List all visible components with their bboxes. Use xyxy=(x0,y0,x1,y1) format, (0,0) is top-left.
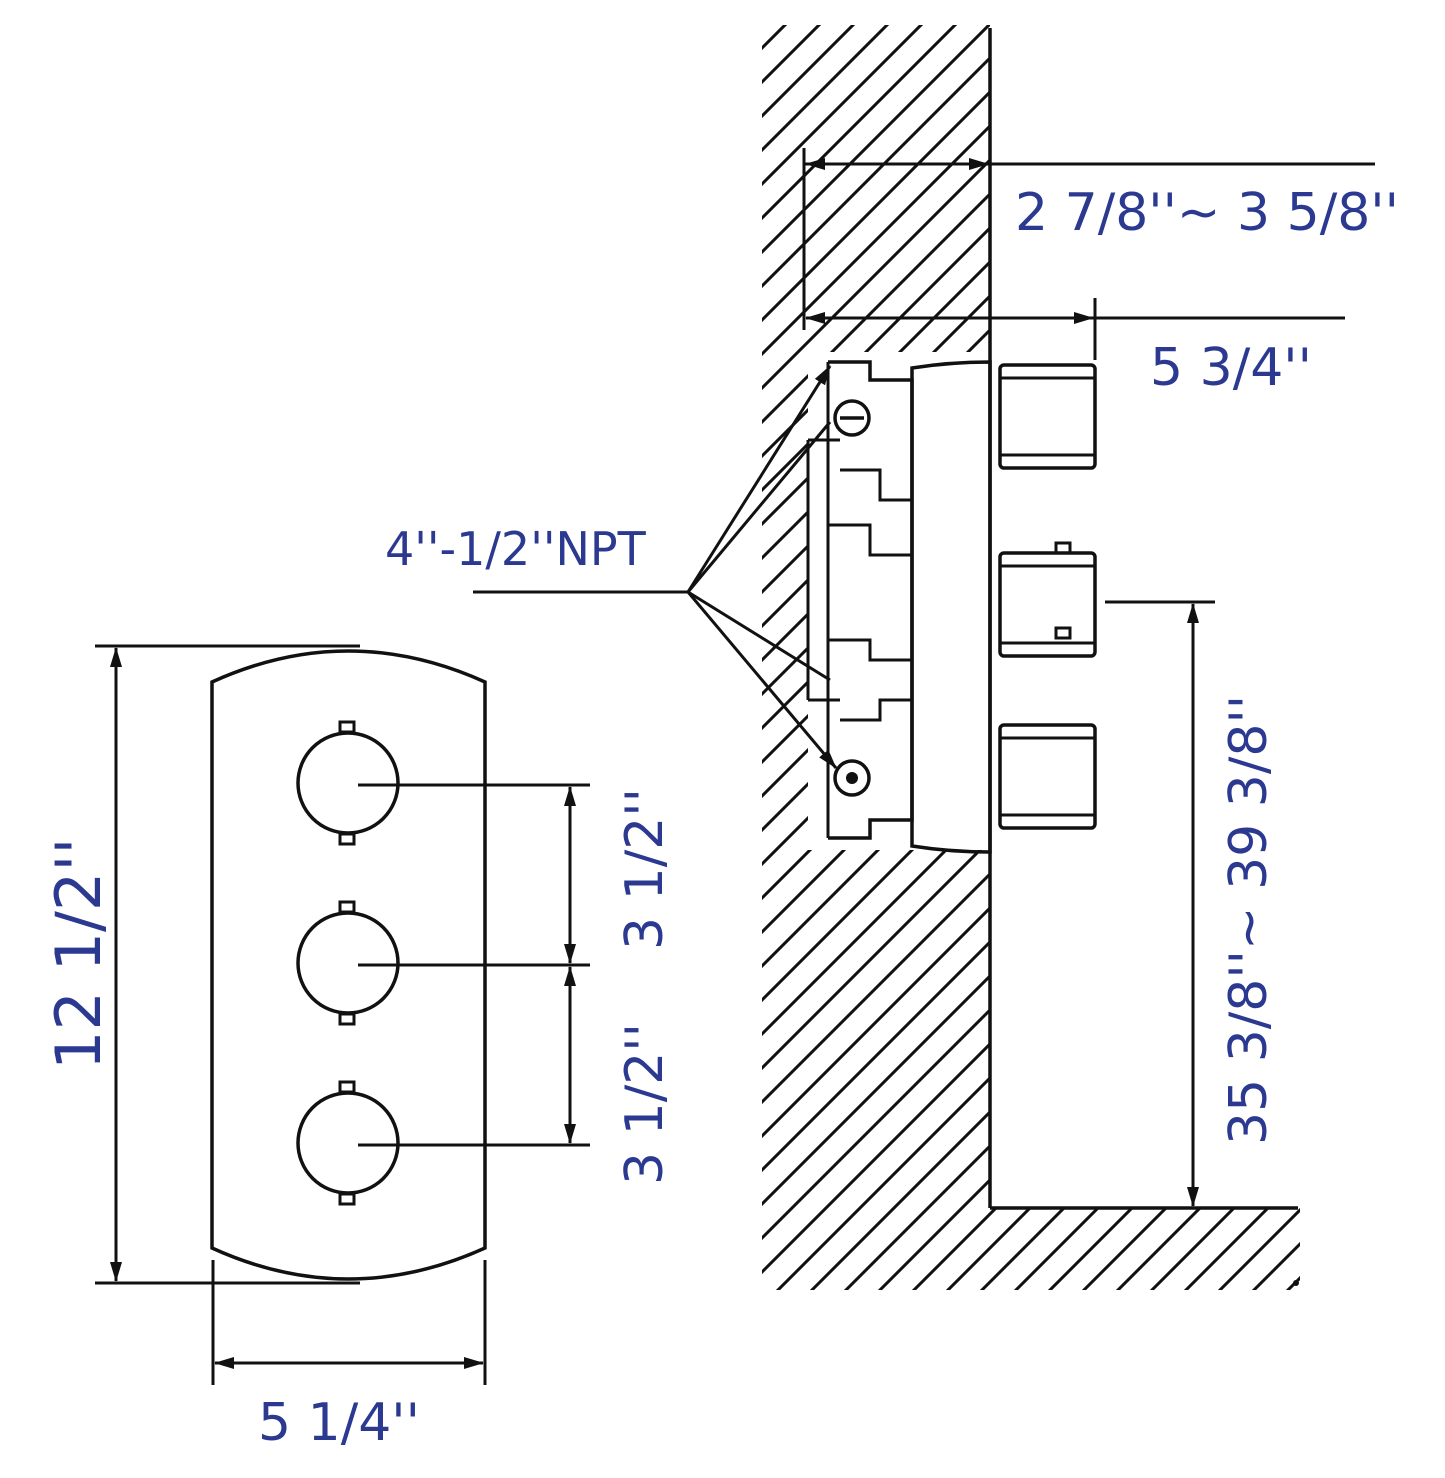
overall-depth-label: 5 3/4'' xyxy=(1150,338,1312,398)
spacing-lower-label: 3 1/2'' xyxy=(615,1023,675,1185)
hatch-line xyxy=(762,25,1186,1290)
hatch-line xyxy=(0,0,334,1400)
hatch-line xyxy=(762,25,880,1290)
overall-depth-dimension xyxy=(805,298,1345,360)
hatch-line xyxy=(762,25,1220,1290)
hatch-line xyxy=(0,0,538,1400)
hatch-line xyxy=(762,25,1050,1290)
hatch-line xyxy=(762,25,812,1290)
knob-top xyxy=(296,720,400,846)
hatch-line xyxy=(0,0,708,1400)
knob-middle xyxy=(296,900,400,1026)
hatch-line xyxy=(762,25,1016,1290)
hatch-line xyxy=(0,0,606,1400)
hatch-line xyxy=(0,0,470,1400)
overall-width-label: 5 1/4'' xyxy=(258,1393,420,1453)
hatch-line xyxy=(0,0,368,1400)
wall-recess xyxy=(808,352,990,850)
corner-dot xyxy=(1293,1280,1299,1286)
hatch-line xyxy=(0,0,402,1400)
hatch-line xyxy=(762,25,1084,1290)
hatch-line xyxy=(762,25,1300,1290)
hatch-line xyxy=(762,25,1300,1290)
knob-bottom xyxy=(296,1080,400,1206)
hatch-line xyxy=(762,25,1300,1290)
floor-height-dimension xyxy=(1105,600,1215,1207)
valve-side-profile xyxy=(806,360,1097,854)
hatch-line xyxy=(762,25,1300,1290)
overall-height-dimension xyxy=(95,644,360,1285)
hatch-line xyxy=(762,25,1118,1290)
hatch-line xyxy=(0,0,504,1400)
hatch-line xyxy=(0,0,640,1400)
floor-height-label: 35 3/8''~ 39 3/8'' xyxy=(1219,695,1279,1145)
trim-plate-front xyxy=(210,649,487,1281)
inlet-leader-lines xyxy=(473,365,838,769)
hatch-line xyxy=(0,0,436,1400)
inlet-label: 4''-1/2''NPT xyxy=(385,522,647,576)
hatch-line xyxy=(0,0,300,1400)
knob-spacing-dimension xyxy=(358,783,590,1147)
spacing-upper-label: 3 1/2'' xyxy=(615,788,675,950)
hatch-line xyxy=(0,0,742,1400)
hatch-line xyxy=(762,25,1152,1290)
hatch-line xyxy=(762,25,1300,1290)
depth-range-dimension xyxy=(802,148,1375,330)
hatch-line xyxy=(762,25,846,1290)
depth-range-label: 2 7/8''~ 3 5/8'' xyxy=(1015,183,1399,243)
overall-width-dimension xyxy=(211,1260,487,1385)
overall-height-label: 12 1/2'' xyxy=(42,838,115,1070)
